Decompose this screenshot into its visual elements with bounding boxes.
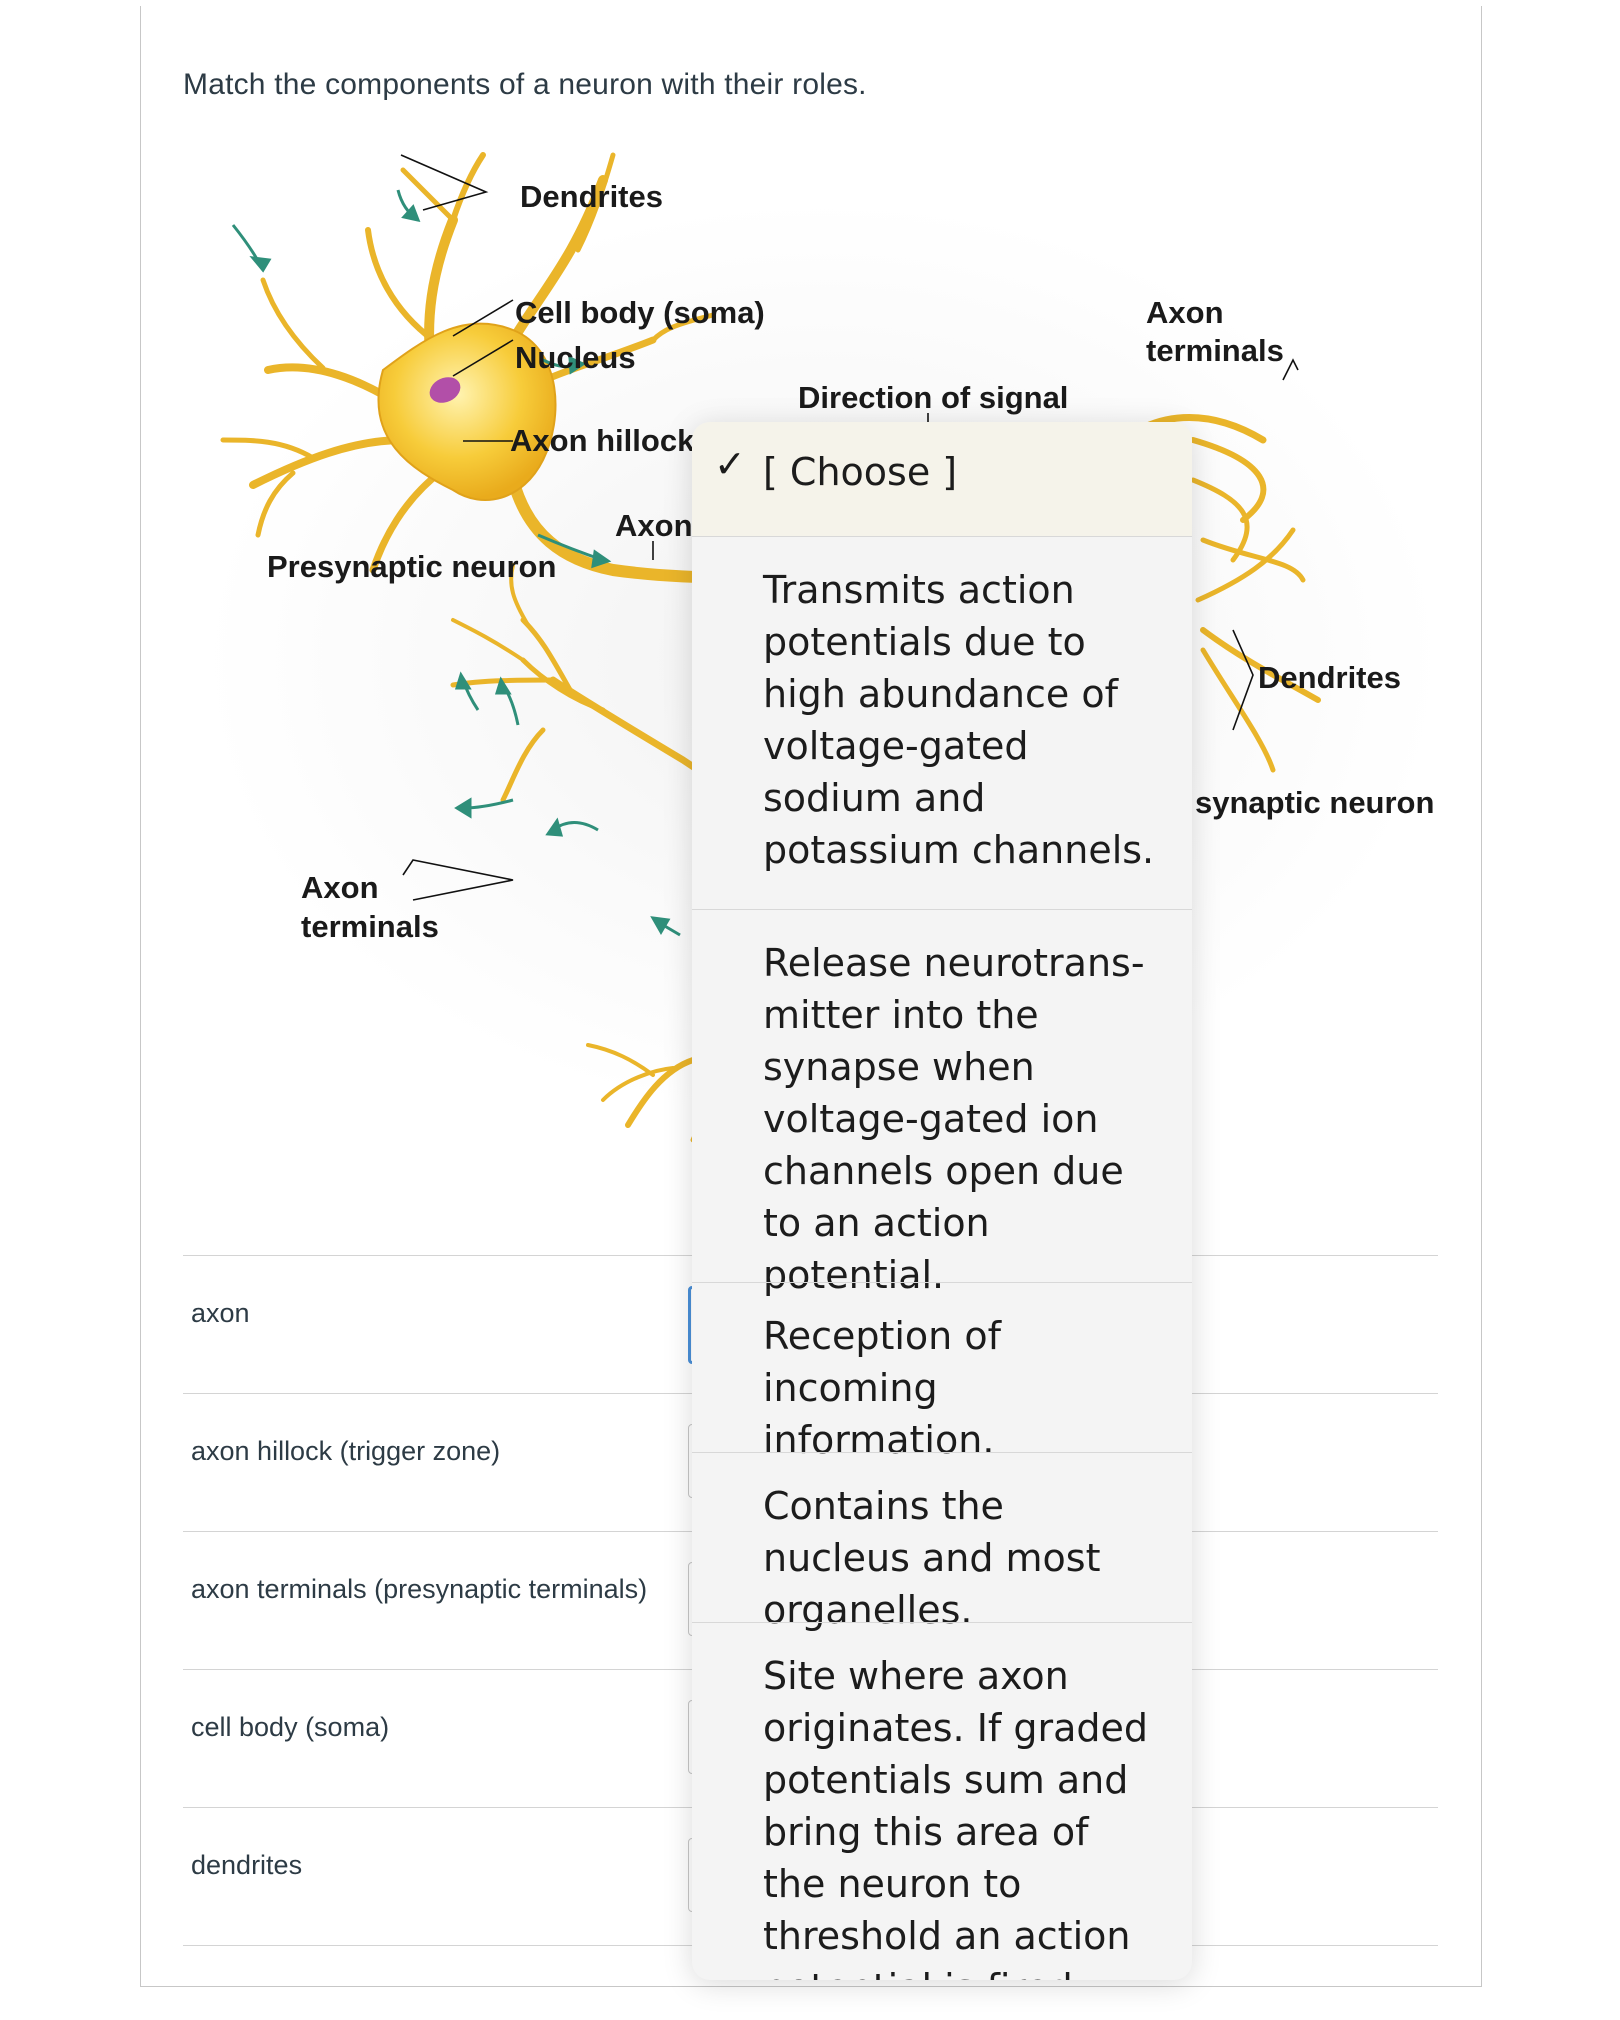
dropdown-option-release-neurotransmitter[interactable]: Release neurotrans-mitter into the synap… <box>692 909 1192 1297</box>
label-cell-body: Cell body (soma) <box>515 295 765 330</box>
option-label: Transmits action potentials due to high … <box>763 568 1155 872</box>
label-axon-hillock: Axon hillock <box>510 423 695 458</box>
label-axon-terminals-left-line2: terminals <box>301 909 439 944</box>
label-nucleus: Nucleus <box>515 340 636 375</box>
role-dropdown-menu: ✓ [ Choose ] Transmits action potentials… <box>692 422 1192 1980</box>
checkmark-icon: ✓ <box>714 442 746 486</box>
term-label: axon <box>191 1298 250 1328</box>
label-axon-terminals-left-line1: Axon <box>301 870 379 905</box>
question-text: Match the components of a neuron with th… <box>183 68 867 101</box>
term-label: axon terminals (presynaptic terminals) <box>191 1574 648 1604</box>
label-axon-terminals-right-line2: terminals <box>1146 333 1284 368</box>
option-label: Reception of incoming information. <box>763 1314 1001 1462</box>
dropdown-option-contains-nucleus[interactable]: Contains the nucleus and most organelles… <box>692 1452 1192 1632</box>
option-label: Site where axon originates. If graded po… <box>763 1654 1149 1980</box>
label-axon: Axon <box>615 508 693 543</box>
option-label: [ Choose ] <box>763 450 958 494</box>
dropdown-option-choose[interactable]: ✓ [ Choose ] <box>692 422 1192 536</box>
dropdown-option-transmits-action-potentials[interactable]: Transmits action potentials due to high … <box>692 536 1192 909</box>
label-dendrites-right: Dendrites <box>1258 660 1401 695</box>
label-axon-terminals-right-line1: Axon <box>1146 295 1224 330</box>
label-presynaptic-neuron: Presynaptic neuron <box>267 549 557 584</box>
label-postsynaptic-neuron: synaptic neuron <box>1195 785 1435 820</box>
option-label: Contains the nucleus and most organelles… <box>763 1484 1101 1632</box>
term-label: axon hillock (trigger zone) <box>191 1436 501 1466</box>
label-direction-of-signal: Direction of signal <box>798 380 1069 415</box>
option-label: Release neurotrans-mitter into the synap… <box>763 941 1145 1297</box>
dropdown-option-axon-origin-site[interactable]: Site where axon originates. If graded po… <box>692 1622 1192 1980</box>
label-dendrites-top: Dendrites <box>520 179 663 214</box>
term-label: dendrites <box>191 1850 303 1880</box>
dropdown-option-reception-of-information[interactable]: Reception of incoming information. <box>692 1282 1192 1462</box>
term-label: cell body (soma) <box>191 1712 390 1742</box>
